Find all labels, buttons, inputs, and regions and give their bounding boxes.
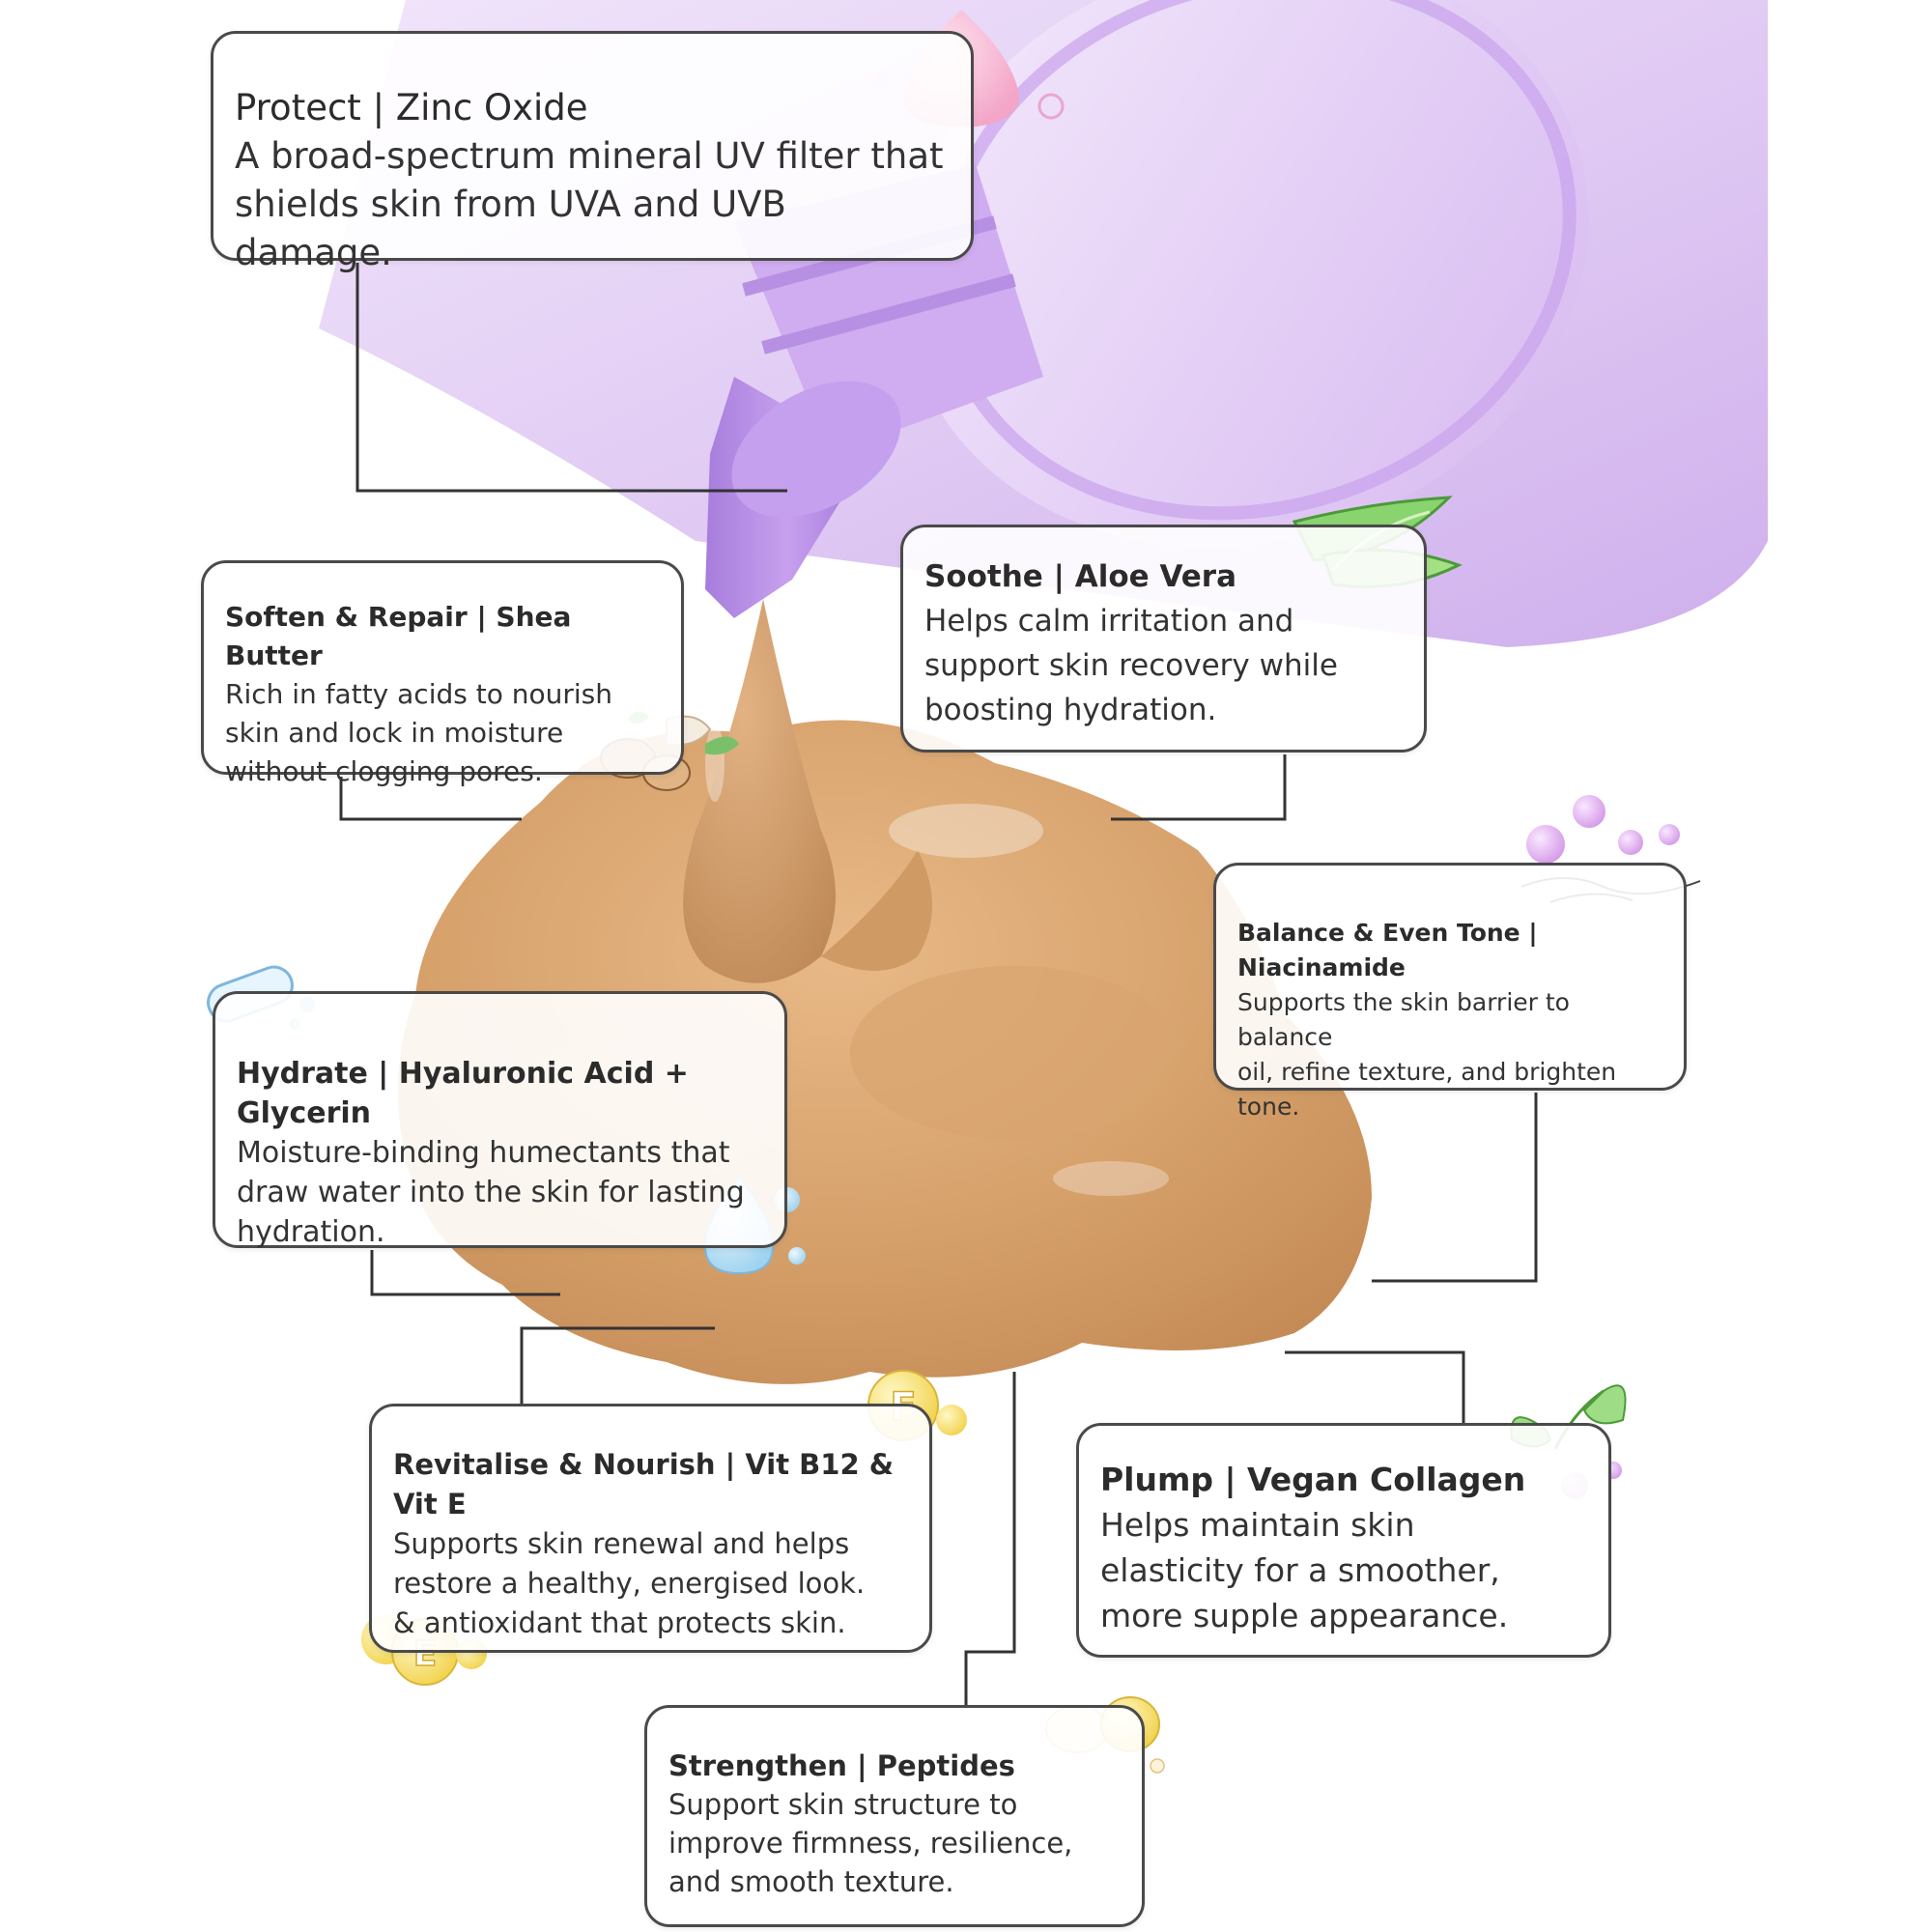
card-title: Hydrate | Hyaluronic Acid + Glycerin bbox=[237, 1057, 689, 1130]
card-title: Balance & Even Tone | Niacinamide bbox=[1237, 919, 1538, 981]
card-line: Support skin structure to bbox=[668, 1788, 1018, 1821]
ingredient-card-strengthen: Strengthen | Peptides Support skin struc… bbox=[644, 1705, 1145, 1927]
card-title: Plump | Vegan Collagen bbox=[1100, 1461, 1526, 1498]
card-title: Soften & Repair | Shea Butter bbox=[225, 601, 572, 671]
ingredient-card-soften: Soften & Repair | Shea Butter Rich in fa… bbox=[201, 560, 684, 787]
card-line: Supports skin renewal and helps bbox=[393, 1527, 850, 1560]
ingredient-card-soothe: Soothe | Aloe Vera Helps calm irritation… bbox=[900, 525, 1427, 753]
ingredient-card-balance: Balance & Even Tone | Niacinamide Suppor… bbox=[1213, 863, 1687, 1121]
ingredient-card-plump: Plump | Vegan Collagen Helps maintain sk… bbox=[1076, 1423, 1611, 1658]
card-line: and smooth texture. bbox=[668, 1865, 954, 1898]
card-line: Supports the skin barrier to balance bbox=[1237, 988, 1570, 1051]
card-line: Moisture-binding humectants that bbox=[237, 1136, 730, 1170]
card-title: Soothe | Aloe Vera bbox=[924, 559, 1237, 594]
card-line: without clogging pores. bbox=[225, 755, 543, 787]
card-title: Strengthen | Peptides bbox=[668, 1749, 1015, 1782]
ingredient-card-hydrate: Hydrate | Hyaluronic Acid + Glycerin Moi… bbox=[213, 991, 787, 1249]
card-line: draw water into the skin for lasting bbox=[237, 1176, 745, 1209]
card-line: more supple appearance. bbox=[1100, 1597, 1509, 1634]
card-line: & antioxidant that protects skin. bbox=[393, 1606, 846, 1639]
card-line: skin and lock in moisture bbox=[225, 717, 564, 749]
card-line: shields skin from UVA and UVB damage. bbox=[235, 184, 786, 273]
ingredient-card-protect: Protect | Zinc Oxide A broad-spectrum mi… bbox=[211, 31, 974, 273]
card-line: Helps maintain skin bbox=[1100, 1506, 1415, 1544]
ingredient-card-revitalise: Revitalise & Nourish | Vit B12 & Vit E S… bbox=[369, 1404, 932, 1653]
card-line: elasticity for a smoother, bbox=[1100, 1551, 1500, 1589]
card-line: improve firmness, resilience, bbox=[668, 1827, 1073, 1860]
card-line: Rich in fatty acids to nourish bbox=[225, 678, 612, 710]
card-line: Helps calm irritation and bbox=[924, 604, 1294, 639]
card-title: Protect | Zinc Oxide bbox=[235, 87, 588, 128]
card-line: boosting hydration. bbox=[924, 693, 1217, 727]
card-line: restore a healthy, energised look. bbox=[393, 1567, 866, 1600]
card-line: oil, refine texture, and brighten tone. bbox=[1237, 1058, 1617, 1121]
card-line: support skin recovery while bbox=[924, 648, 1338, 683]
card-line: hydration. bbox=[237, 1215, 385, 1249]
card-title: Revitalise & Nourish | Vit B12 & Vit E bbox=[393, 1448, 895, 1520]
card-line: A broad-spectrum mineral UV filter that bbox=[235, 135, 944, 177]
connector-lines bbox=[339, 263, 1538, 1705]
